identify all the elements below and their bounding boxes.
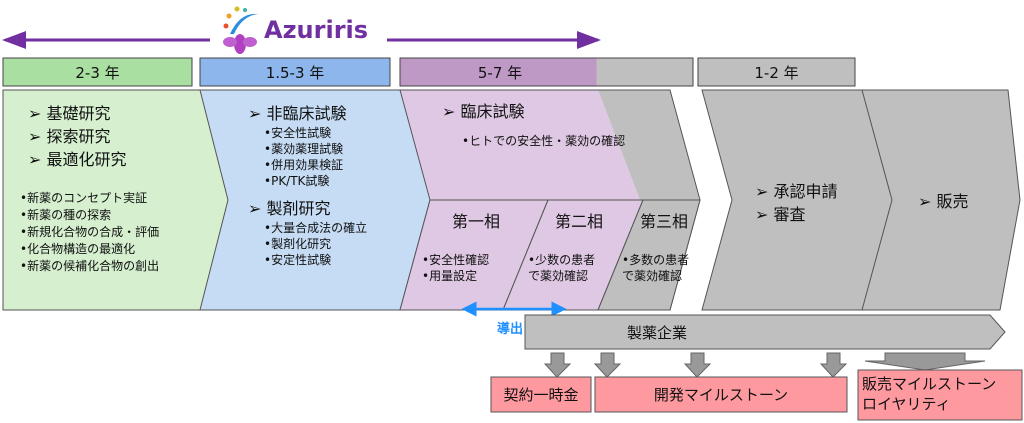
payment-box-3 — [857, 369, 1023, 421]
approval-items: ➢ 承認申請 ➢ 審査 — [755, 182, 838, 224]
payment-sales-milestone-royalty: 販売マイルストーン ロイヤリティ — [862, 375, 997, 413]
phase-3-details: •多数の患者で薬効確認 — [622, 253, 690, 283]
down-arrow-2 — [593, 352, 622, 378]
duration-nonclinical: 1.5-3 年 — [265, 64, 325, 82]
research-items: ➢ 基礎研究 ➢ 探索研究 ➢ 最適化研究 — [28, 104, 127, 169]
payment-box-2 — [594, 376, 848, 413]
pharma-company-arrow — [524, 314, 1006, 350]
nonclinical-content: ➢ 非臨床試験 •安全性試験 •薬効薬理試験 •併用効果検証 •PK/TK試験 … — [248, 104, 368, 267]
research-details: •新薬のコンセプト実証 •新薬の種の探索 •新規化合物の合成・評価 •化合物構造… — [20, 191, 160, 273]
chevron-clinical-top-gray — [598, 90, 700, 200]
phase-2-label: 第二相 — [555, 212, 604, 231]
down-arrow-wide — [864, 352, 986, 371]
duration-bar-2 — [199, 57, 391, 87]
down-arrow-4 — [819, 352, 848, 378]
licensing-label: 導出 — [497, 322, 524, 337]
payment-dev-milestone: 開発マイルストーン — [653, 386, 789, 404]
duration-bar-1 — [2, 57, 193, 87]
duration-bar-4 — [697, 57, 856, 87]
phase-3-shape — [597, 199, 701, 311]
sales-item: ➢ 販売 — [918, 192, 969, 211]
pharma-company-label: 製薬企業 — [627, 324, 688, 342]
logo: Azuriris — [220, 4, 368, 56]
clinical-detail: •ヒトでの安全性・薬効の確認 — [462, 134, 626, 148]
clinical-title: ➢ 臨床試験 — [442, 102, 525, 121]
phase-1-details: •安全性確認•用量設定 — [422, 253, 490, 283]
payment-box-1 — [490, 376, 592, 413]
down-arrow-3 — [683, 352, 712, 378]
logo-text: Azuriris — [264, 16, 369, 44]
duration-approval: 1-2 年 — [754, 64, 799, 82]
duration-bar-3 — [399, 57, 694, 87]
chevron-clinical-top — [400, 90, 640, 200]
phase-1-label: 第一相 — [452, 212, 501, 231]
duration-clinical: 5-7 年 — [477, 64, 523, 82]
down-arrow-1 — [543, 352, 572, 378]
chevron-sales — [861, 89, 1021, 311]
phase-2-details: •少数の患者で薬効確認 — [528, 253, 596, 283]
phase-3-label: 第三相 — [640, 212, 689, 231]
iris-flower-icon — [223, 6, 258, 54]
payment-upfront: 契約一時金 — [503, 386, 579, 404]
duration-research: 2-3 年 — [75, 64, 120, 82]
